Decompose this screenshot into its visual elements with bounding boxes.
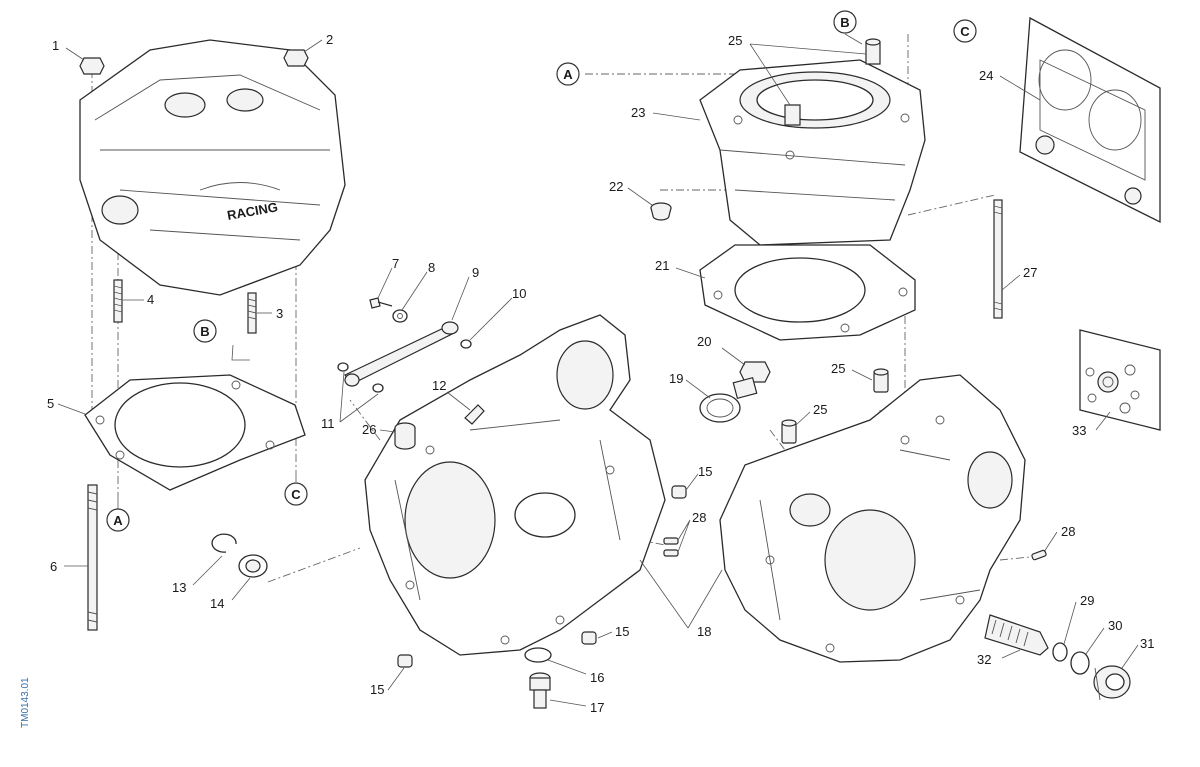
long-stud-6 — [87, 484, 98, 631]
part-label-12: 12 — [432, 378, 446, 393]
seal-kit-33 — [1079, 329, 1161, 431]
pins-28 — [663, 537, 1047, 561]
nut-2 — [283, 49, 309, 67]
ref-A-left: A — [113, 513, 123, 528]
part-label-22: 22 — [609, 179, 623, 194]
part-label-1: 1 — [52, 38, 59, 53]
part-label-10: 10 — [512, 286, 526, 301]
ref-B-left: B — [200, 324, 209, 339]
part-label-25-b: 25 — [831, 361, 845, 376]
part-label-14: 14 — [210, 596, 224, 611]
plug-22 — [650, 202, 672, 221]
part-label-27: 27 — [1023, 265, 1037, 280]
nipple-12 — [464, 404, 485, 425]
part-label-31: 31 — [1140, 636, 1154, 651]
filler-plug — [699, 361, 771, 423]
part-label-9: 9 — [472, 265, 479, 280]
leader-lines — [57, 33, 1139, 707]
part-label-16: 16 — [590, 670, 604, 685]
part-label-5: 5 — [47, 396, 54, 411]
dowel-25-top — [784, 104, 801, 126]
part-label-2: 2 — [326, 32, 333, 47]
part-label-15-b: 15 — [615, 624, 629, 639]
part-label-23: 23 — [631, 105, 645, 120]
dowel-26 — [394, 422, 416, 450]
part-label-25-a: 25 — [728, 33, 742, 48]
dowels-15 — [397, 485, 687, 668]
part-label-17: 17 — [590, 700, 604, 715]
part-label-28-b: 28 — [1061, 524, 1075, 539]
dowel-studs-3-4 — [113, 279, 257, 334]
part-label-3: 3 — [276, 306, 283, 321]
small-parts-7-11 — [337, 297, 472, 393]
part-label-29: 29 — [1080, 593, 1094, 608]
part-label-21: 21 — [655, 258, 669, 273]
cylinder-block — [699, 38, 926, 246]
part-label-15-a: 15 — [698, 464, 712, 479]
base-gasket — [699, 244, 916, 341]
reference-markers: B A C A B C — [106, 10, 977, 532]
head-gasket — [84, 374, 306, 491]
circlip-and-bearing — [211, 533, 268, 578]
cylinder-head: RACING — [79, 39, 346, 296]
part-label-11: 11 — [321, 416, 335, 431]
ref-C-right: C — [960, 24, 970, 39]
right-crankcase — [719, 374, 1026, 663]
part-labels: 1 2 3 4 5 6 7 8 9 10 11 12 13 14 15 15 1… — [47, 32, 1154, 715]
dowels-25-lower — [781, 368, 889, 444]
document-id: TM0143.01 — [20, 677, 31, 728]
ref-B-right: B — [840, 15, 849, 30]
part-label-13: 13 — [172, 580, 186, 595]
part-label-6: 6 — [50, 559, 57, 574]
part-label-28-a: 28 — [692, 510, 706, 525]
part-label-19: 19 — [669, 371, 683, 386]
part-label-32: 32 — [977, 652, 991, 667]
shaft-assembly — [984, 614, 1131, 701]
part-label-15-c: 15 — [370, 682, 384, 697]
drain-plug — [524, 647, 552, 709]
part-label-25-c: 25 — [813, 402, 827, 417]
left-crankcase — [364, 314, 666, 656]
part-label-18: 18 — [697, 624, 711, 639]
part-label-4: 4 — [147, 292, 154, 307]
part-label-20: 20 — [697, 334, 711, 349]
nut-1 — [79, 57, 105, 75]
part-label-26: 26 — [362, 422, 376, 437]
long-stud-27 — [993, 199, 1003, 319]
part-label-8: 8 — [428, 260, 435, 275]
gasket-kit-24 — [1019, 16, 1161, 224]
part-label-30: 30 — [1108, 618, 1122, 633]
ref-A-right: A — [563, 67, 573, 82]
part-label-7: 7 — [392, 256, 399, 271]
part-label-33: 33 — [1072, 423, 1086, 438]
part-label-24: 24 — [979, 68, 993, 83]
ref-C-left: C — [291, 487, 301, 502]
